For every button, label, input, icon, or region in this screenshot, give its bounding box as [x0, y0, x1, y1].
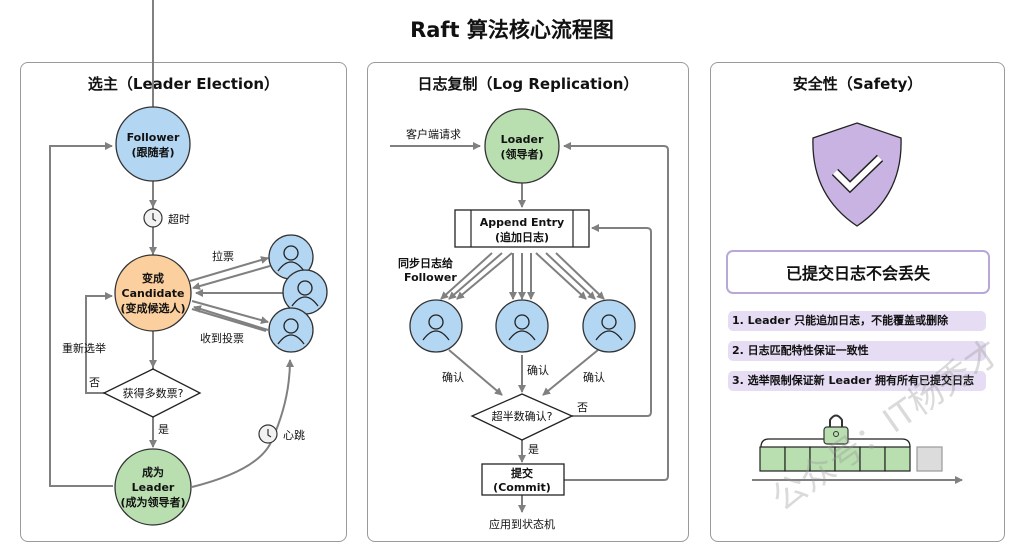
reelect-label: 重新选举: [62, 341, 106, 355]
client-request-label: 客户端请求: [406, 127, 461, 141]
arrow-leader-follower: [49, 142, 113, 487]
replication-leader-label-2: (领导者): [500, 147, 543, 161]
replication-leader-label-1: Loader: [501, 133, 544, 146]
panel-title-replication: 日志复制（Log Replication）: [417, 75, 639, 93]
arrow-retry: [572, 224, 652, 417]
sync-label-1: 同步日志给: [398, 256, 453, 270]
leader-node: [114, 448, 192, 526]
arrow-reelect: [85, 292, 113, 394]
no-label: 否: [89, 376, 100, 389]
follower-label-1: Follower: [127, 131, 180, 144]
heartbeat-label: 心跳: [283, 428, 305, 442]
panel-title-safety: 安全性（Safety）: [792, 75, 923, 93]
ack-label: 确认: [527, 364, 549, 377]
diagram-title: Raft 算法核心流程图: [410, 18, 614, 42]
committed-log-entry: [784, 446, 811, 472]
follower-label-2: (跟随者): [131, 145, 174, 159]
leader-label-2: Leader: [132, 481, 175, 494]
append-entry-box: [454, 209, 590, 248]
ack-label: 确认: [583, 371, 605, 384]
lock-icon: [823, 426, 849, 445]
safety-rule-2: 2. 日志匹配特性保证一致性: [728, 341, 986, 361]
voter-nodes: [268, 234, 328, 353]
timeout-label: 超时: [168, 212, 190, 226]
log-entries: [759, 446, 943, 472]
yes-label: 是: [158, 423, 169, 436]
safety-rule-1: 1. Leader 只能追加日志，不能覆盖或删除: [728, 311, 986, 331]
receive-vote-label: 收到投票: [200, 331, 244, 345]
candidate-label-1: 变成: [142, 271, 164, 285]
append-entry-label-2: (追加日志): [495, 230, 549, 244]
replica-node: [582, 299, 636, 353]
replica-node: [409, 299, 463, 353]
uncommitted-log-entry: [916, 446, 943, 472]
replication-leader-node: [484, 108, 560, 184]
panel-title-election: 选主（Leader Election）: [87, 75, 280, 93]
follower-node: [115, 106, 191, 182]
no-label: 否: [577, 401, 588, 414]
log-timeline: [752, 414, 963, 484]
follower-nodes: [409, 299, 636, 353]
commit-label-1: 提交: [511, 466, 533, 480]
candidate-node: [114, 254, 192, 332]
majority-decision-label: 获得多数票?: [123, 386, 184, 400]
apply-label: 应用到状态机: [489, 517, 555, 531]
ack-label: 确认: [442, 371, 464, 384]
arrow-commit-leader: [563, 142, 669, 481]
replication-flow: [390, 142, 669, 513]
quorum-decision-label: 超半数确认?: [492, 409, 553, 423]
candidate-label-3: (变成候选人): [120, 301, 185, 315]
commit-label-2: (Commit): [493, 481, 551, 494]
election-flow: [49, 0, 294, 488]
arrow-heartbeat: [191, 359, 294, 488]
commit-box: [481, 463, 565, 496]
majority-decision: [102, 368, 202, 418]
committed-log-entry: [859, 446, 886, 472]
sync-label-2: Follower: [404, 271, 457, 284]
request-vote-label: 拉票: [212, 249, 234, 263]
leader-label-1: 成为: [142, 465, 164, 479]
lock-shackle: [829, 414, 843, 428]
safety-rule-3: 3. 选举限制保证新 Leader 拥有所有已提交日志: [728, 371, 986, 391]
leader-label-3: (成为领导者): [120, 495, 185, 509]
shield-check-icon: [812, 122, 902, 227]
committed-log-entry: [759, 446, 786, 472]
yes-label: 是: [528, 443, 539, 456]
safety-headline: 已提交日志不会丢失: [726, 250, 990, 294]
append-entry-label-1: Append Entry: [480, 216, 564, 229]
clock-icon: [258, 424, 278, 444]
committed-log-entry: [884, 446, 911, 472]
replica-node: [495, 299, 549, 353]
committed-log-entry: [809, 446, 836, 472]
clock-icon: [143, 208, 163, 228]
voter-node: [268, 307, 314, 353]
quorum-decision: [470, 393, 574, 441]
committed-log-entry: [834, 446, 861, 472]
candidate-label-2: Candidate: [122, 287, 185, 300]
